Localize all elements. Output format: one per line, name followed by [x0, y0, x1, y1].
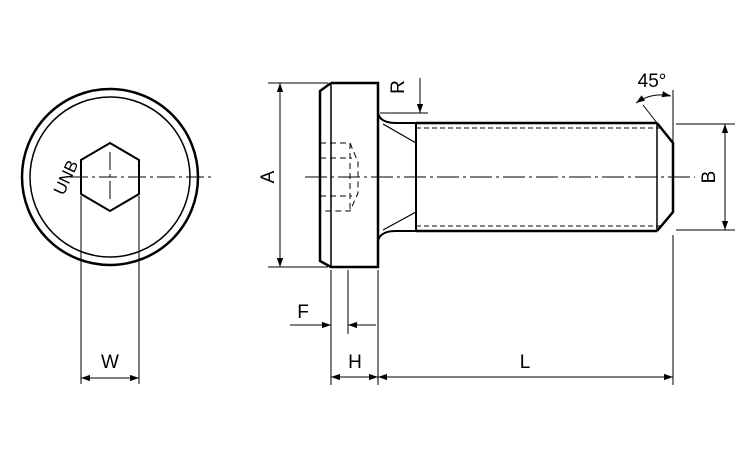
- neck-taper-top: [382, 123, 417, 144]
- angle-arc: [635, 91, 672, 104]
- dim-label-h: H: [348, 352, 362, 373]
- angle-extension-chamfer: [642, 104, 658, 124]
- end-view: [20, 87, 212, 384]
- head-outline: [318, 81, 380, 269]
- dim-label-f: F: [297, 302, 309, 323]
- dim-label-b: B: [699, 171, 720, 184]
- hex-socket: [80, 141, 140, 213]
- dim-label-angle: 45°: [638, 71, 667, 92]
- dim-label-a: A: [258, 170, 279, 183]
- dim-label-l: L: [520, 352, 531, 373]
- dim-label-w: W: [101, 352, 119, 373]
- dim-label-r: R: [388, 80, 409, 94]
- neck-fillet-bottom: [377, 230, 416, 242]
- neck-taper-bottom: [382, 211, 417, 231]
- head-marking: UNB: [50, 157, 82, 198]
- side-view: [268, 78, 735, 385]
- neck-fillet-top: [377, 112, 416, 124]
- socket-hidden-lines: [320, 142, 359, 212]
